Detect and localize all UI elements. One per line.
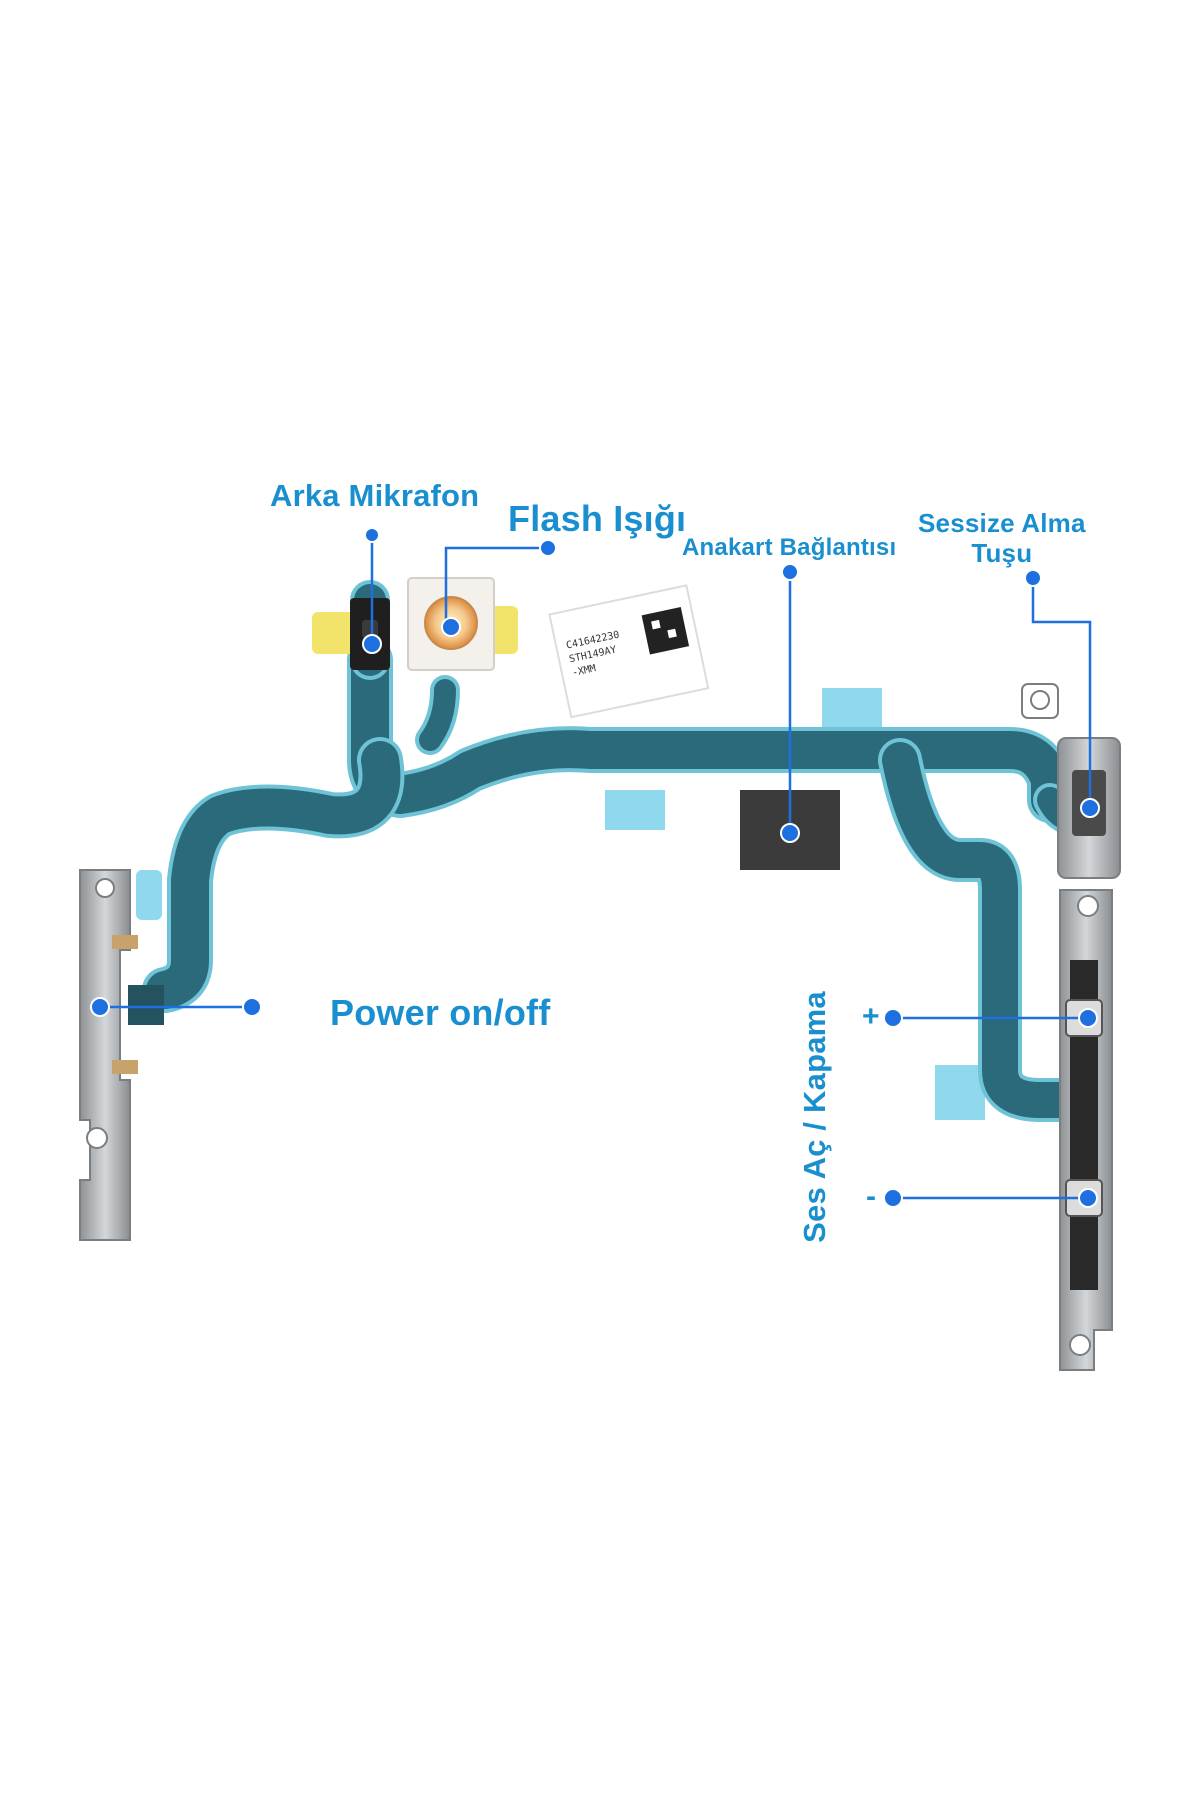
callout-markers <box>90 527 1100 1208</box>
label-silent-line-1: Sessize Alma <box>918 508 1086 538</box>
marker-power-end <box>242 997 262 1017</box>
marker-flash-end <box>539 539 557 557</box>
foam-tab-right <box>935 1065 985 1120</box>
label-volume-down: - <box>866 1180 877 1213</box>
power-bracket <box>79 869 164 1241</box>
power-bracket-plate <box>79 869 131 1241</box>
power-switch <box>128 985 164 1025</box>
volume-bracket-hole-top <box>1077 895 1099 917</box>
silent-bracket-hole <box>1030 690 1050 710</box>
label-flash: Flash Işığı <box>508 498 687 539</box>
label-volume-up: + <box>862 1000 880 1033</box>
marker-board <box>780 823 800 843</box>
sticker-body <box>548 584 710 719</box>
foam-tab-center-bottom <box>605 790 665 830</box>
silent-bracket-ear <box>1021 683 1059 719</box>
marker-volume-up <box>1078 1008 1098 1028</box>
label-volume: Ses Aç / Kapama <box>797 991 832 1243</box>
sticker-code-line-3: -XMM <box>571 663 597 679</box>
marker-flash <box>441 617 461 637</box>
marker-silent <box>1080 798 1100 818</box>
marker-volume-up-end <box>883 1008 903 1028</box>
sticker-qr-gap-b <box>667 628 677 639</box>
sticker-qr <box>641 607 690 655</box>
leader-flash <box>444 546 545 625</box>
leader-silent <box>1031 578 1092 805</box>
sticker-qr-gap-a <box>651 619 661 630</box>
foam-tab-power <box>136 870 162 920</box>
label-silent-line-2: Tuşu <box>971 538 1033 568</box>
label-power: Power on/off <box>330 992 551 1033</box>
foam-tabs <box>136 688 985 1120</box>
flash-module <box>407 577 518 671</box>
marker-volume-down <box>1078 1188 1098 1208</box>
power-contact-top <box>112 935 138 949</box>
label-silent-switch: Sessize Alma Tuşu <box>918 508 1086 568</box>
barcode-sticker: C41642230 STH149AY -XMM <box>548 584 710 719</box>
marker-rear-mic <box>362 634 382 654</box>
flex-cable-flash-arm <box>419 679 456 751</box>
marker-rear-mic-top <box>364 527 380 543</box>
power-contact-bottom <box>112 1060 138 1074</box>
rear-mic-module <box>312 598 390 670</box>
marker-silent-top <box>1024 569 1042 587</box>
power-bracket-hole-bottom <box>86 1127 108 1149</box>
yellow-adhesive-left <box>312 612 356 654</box>
callouts <box>100 535 1092 1200</box>
rear-mic-port <box>362 620 378 638</box>
flex-cable-right <box>882 742 1088 1118</box>
volume-bracket <box>1059 889 1113 1371</box>
volume-bracket-hole-bottom <box>1069 1334 1091 1356</box>
foam-tab-center-top <box>822 688 882 732</box>
power-bracket-hole-top <box>95 878 115 898</box>
label-rear-mic: Arka Mikrafon <box>270 478 480 513</box>
flex-cable-left <box>146 741 401 1009</box>
marker-power <box>90 997 110 1017</box>
marker-volume-down-end <box>883 1188 903 1208</box>
marker-board-top <box>781 563 799 581</box>
label-board-connection: Anakart Bağlantısı <box>682 534 897 561</box>
